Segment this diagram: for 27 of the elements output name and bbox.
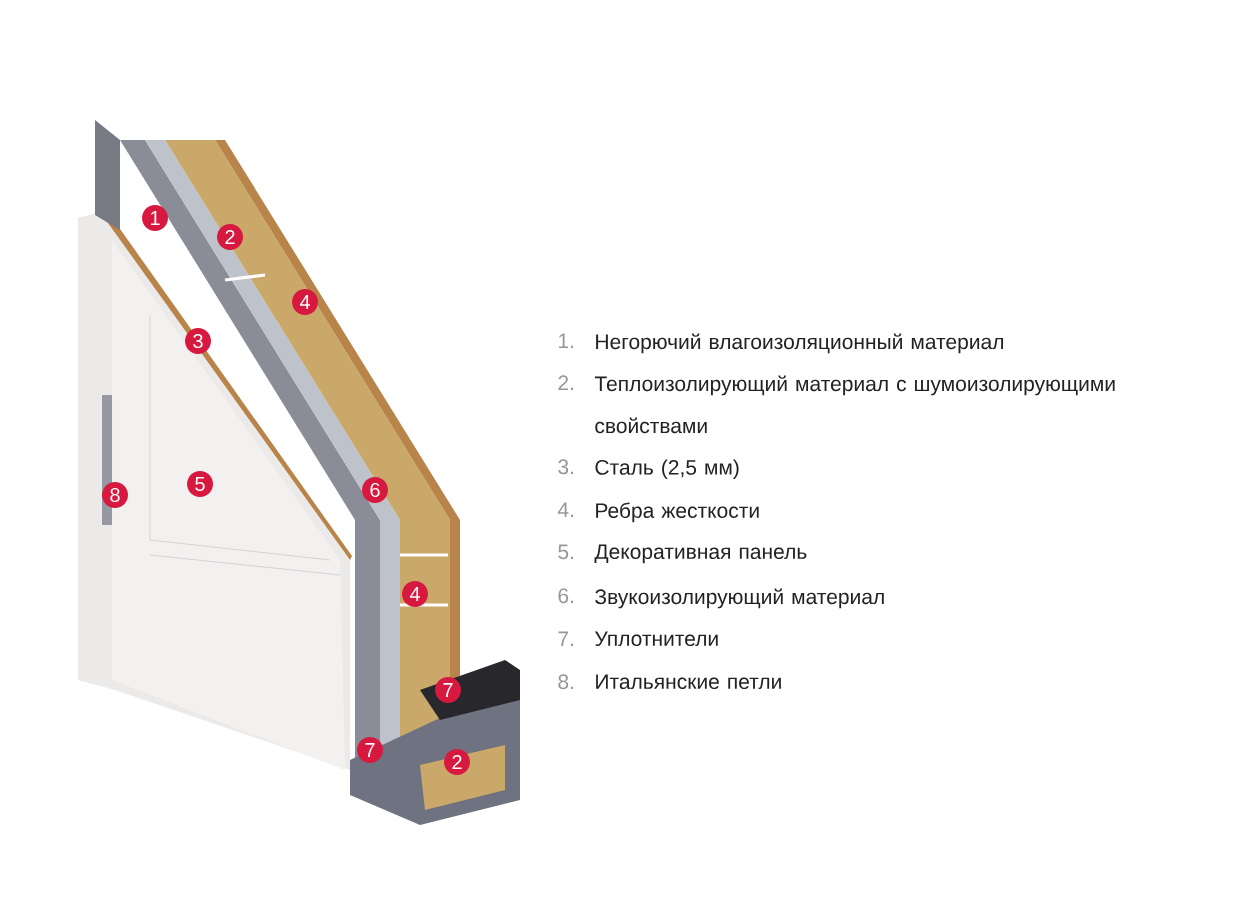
- item-text: Уплотнители: [595, 631, 718, 647]
- item-number: 1.: [559, 333, 574, 348]
- callout-number: 8: [102, 482, 128, 508]
- item-text: Декоративная панель: [594, 544, 807, 564]
- callout-number: 4: [402, 581, 428, 607]
- callout-number: 7: [357, 737, 383, 763]
- item-number: 3.: [558, 459, 574, 475]
- item-text: Сталь (2,5 мм): [595, 459, 739, 479]
- item-number: 5.: [558, 544, 574, 560]
- item-text: Итальянские петли: [596, 674, 781, 690]
- item-text: Теплоизолирующий материал с шумоизолирующими свойствами: [594, 375, 1115, 434]
- callout-number: 1: [142, 205, 168, 231]
- item-text: Ребра жесткости: [596, 502, 759, 523]
- item-number: 6.: [558, 588, 574, 604]
- callout-number: 6: [362, 477, 388, 503]
- item-number: 7.: [558, 631, 574, 646]
- callout-number: 2: [444, 749, 470, 775]
- item-text: Негорючий влагоизоляционный материал: [596, 333, 1003, 354]
- callout-number: 5: [187, 471, 213, 497]
- callout-number: 4: [292, 289, 318, 315]
- callout-number: 3: [185, 328, 211, 354]
- item-text: Звукоизолирующий материал: [595, 588, 884, 609]
- item-number: 4.: [557, 502, 574, 517]
- item-number: 2.: [558, 375, 574, 390]
- item-number: 8.: [558, 674, 574, 690]
- callout-number: 2: [217, 224, 243, 250]
- callout-number: 7: [435, 677, 461, 703]
